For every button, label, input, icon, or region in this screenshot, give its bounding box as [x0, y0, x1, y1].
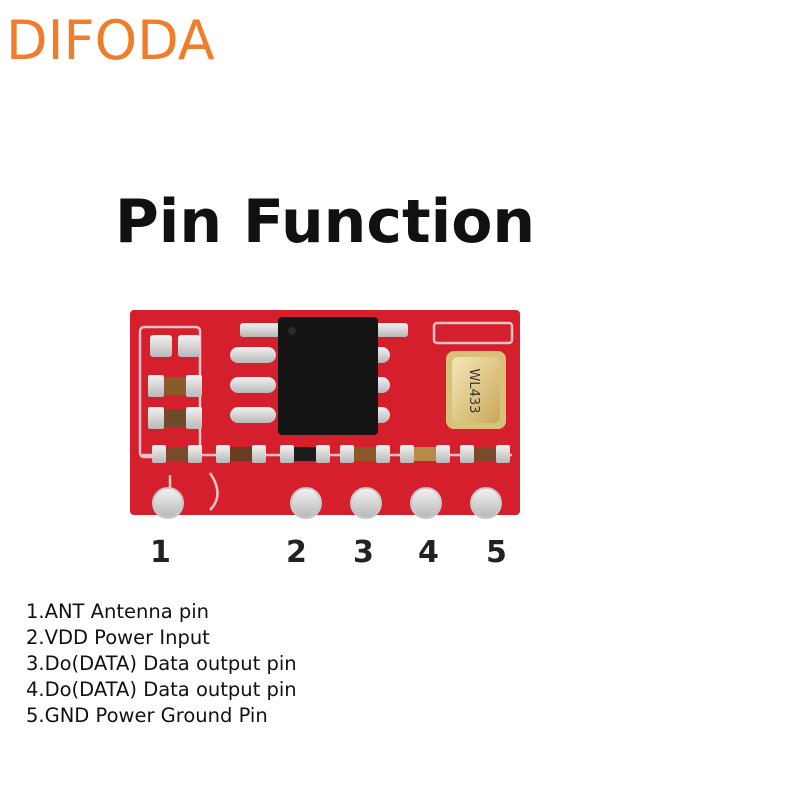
pin-description-1: 1.ANT Antenna pin — [26, 600, 210, 623]
pin-number-2: 2 — [286, 535, 307, 570]
pin-pad-2 — [290, 487, 322, 519]
pin-pad-4 — [410, 487, 442, 519]
pin-description-3: 3.Do(DATA) Data output pin — [26, 652, 297, 675]
pin-pads — [152, 487, 502, 519]
pin-number-4: 4 — [418, 535, 439, 570]
page-title: Pin Function — [114, 187, 536, 257]
smd-components-row — [152, 445, 510, 463]
pin-description-list: 1.ANT Antenna pin 2.VDD Power Input 3.Do… — [26, 599, 297, 729]
ic-chip — [278, 317, 378, 435]
pin-number-5: 5 — [486, 535, 507, 570]
pin-pad-1 — [152, 487, 184, 519]
crystal-oscillator: WL433 — [446, 351, 506, 429]
pin-pad-3 — [350, 487, 382, 519]
brand-logo: DIFODA — [6, 9, 215, 72]
pin-description-2: 2.VDD Power Input — [26, 626, 210, 649]
pin-description-5: 5.GND Power Ground Pin — [26, 704, 268, 727]
crystal-marking: WL433 — [466, 369, 481, 414]
pin-number-3: 3 — [353, 535, 374, 570]
pin-number-1: 1 — [150, 535, 171, 570]
left-components — [148, 335, 202, 429]
pcb-module-image: WL433 — [130, 310, 520, 519]
pin-pad-5 — [470, 487, 502, 519]
pin-description-4: 4.Do(DATA) Data output pin — [26, 678, 297, 701]
